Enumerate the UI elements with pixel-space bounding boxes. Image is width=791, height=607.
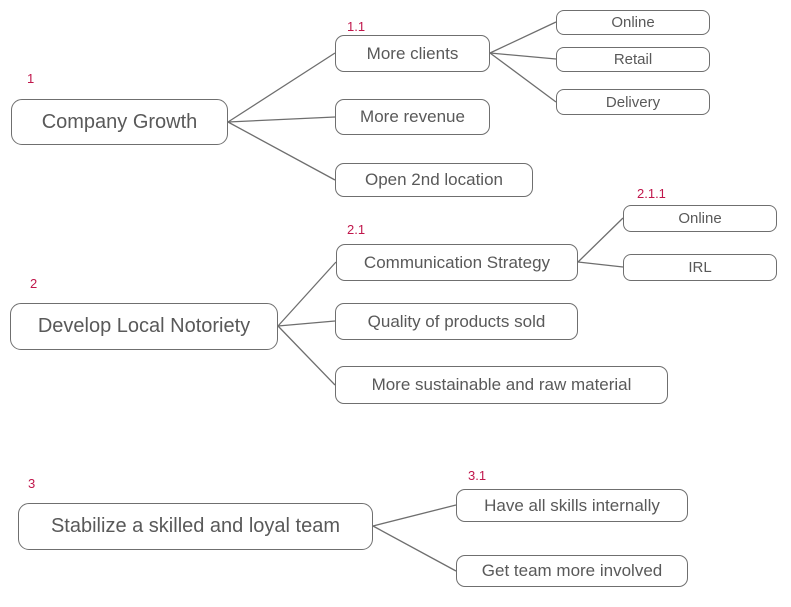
- number-label-3: 3: [28, 476, 36, 491]
- connector-line: [372, 504, 457, 527]
- connector-line: [489, 52, 557, 103]
- node-online-communication[interactable]: Online: [623, 205, 777, 232]
- node-stabilize-skilled-loyal-team[interactable]: Stabilize a skilled and loyal team: [18, 503, 373, 550]
- connector-line: [577, 261, 624, 268]
- node-company-growth[interactable]: Company Growth: [11, 99, 228, 145]
- connector-line: [489, 52, 557, 60]
- node-communication-strategy[interactable]: Communication Strategy: [336, 244, 578, 281]
- connector-line: [227, 52, 336, 123]
- node-more-clients[interactable]: More clients: [335, 35, 490, 72]
- node-get-team-more-involved[interactable]: Get team more involved: [456, 555, 688, 587]
- connector-line: [577, 217, 624, 263]
- connector-line: [277, 320, 336, 327]
- connector-line: [489, 21, 557, 54]
- number-label-2-1: 2.1: [347, 222, 366, 237]
- number-label-2-1-1: 2.1.1: [637, 186, 666, 201]
- number-label-1-1: 1.1: [347, 19, 366, 34]
- number-label-3-1: 3.1: [468, 468, 487, 483]
- node-irl[interactable]: IRL: [623, 254, 777, 281]
- node-more-revenue[interactable]: More revenue: [335, 99, 490, 135]
- node-more-sustainable-raw-material[interactable]: More sustainable and raw material: [335, 366, 668, 404]
- connector-line: [277, 261, 337, 327]
- node-open-2nd-location[interactable]: Open 2nd location: [335, 163, 533, 197]
- node-quality-of-products-sold[interactable]: Quality of products sold: [335, 303, 578, 340]
- node-delivery[interactable]: Delivery: [556, 89, 710, 115]
- node-develop-local-notoriety[interactable]: Develop Local Notoriety: [10, 303, 278, 350]
- connector-line: [227, 121, 336, 181]
- node-online-clients[interactable]: Online: [556, 10, 710, 35]
- number-label-1: 1: [27, 71, 35, 86]
- node-have-all-skills-internally[interactable]: Have all skills internally: [456, 489, 688, 522]
- connector-line: [372, 525, 457, 572]
- number-label-2: 2: [30, 276, 38, 291]
- connector-line: [277, 325, 336, 386]
- node-retail[interactable]: Retail: [556, 47, 710, 72]
- connector-line: [227, 116, 336, 123]
